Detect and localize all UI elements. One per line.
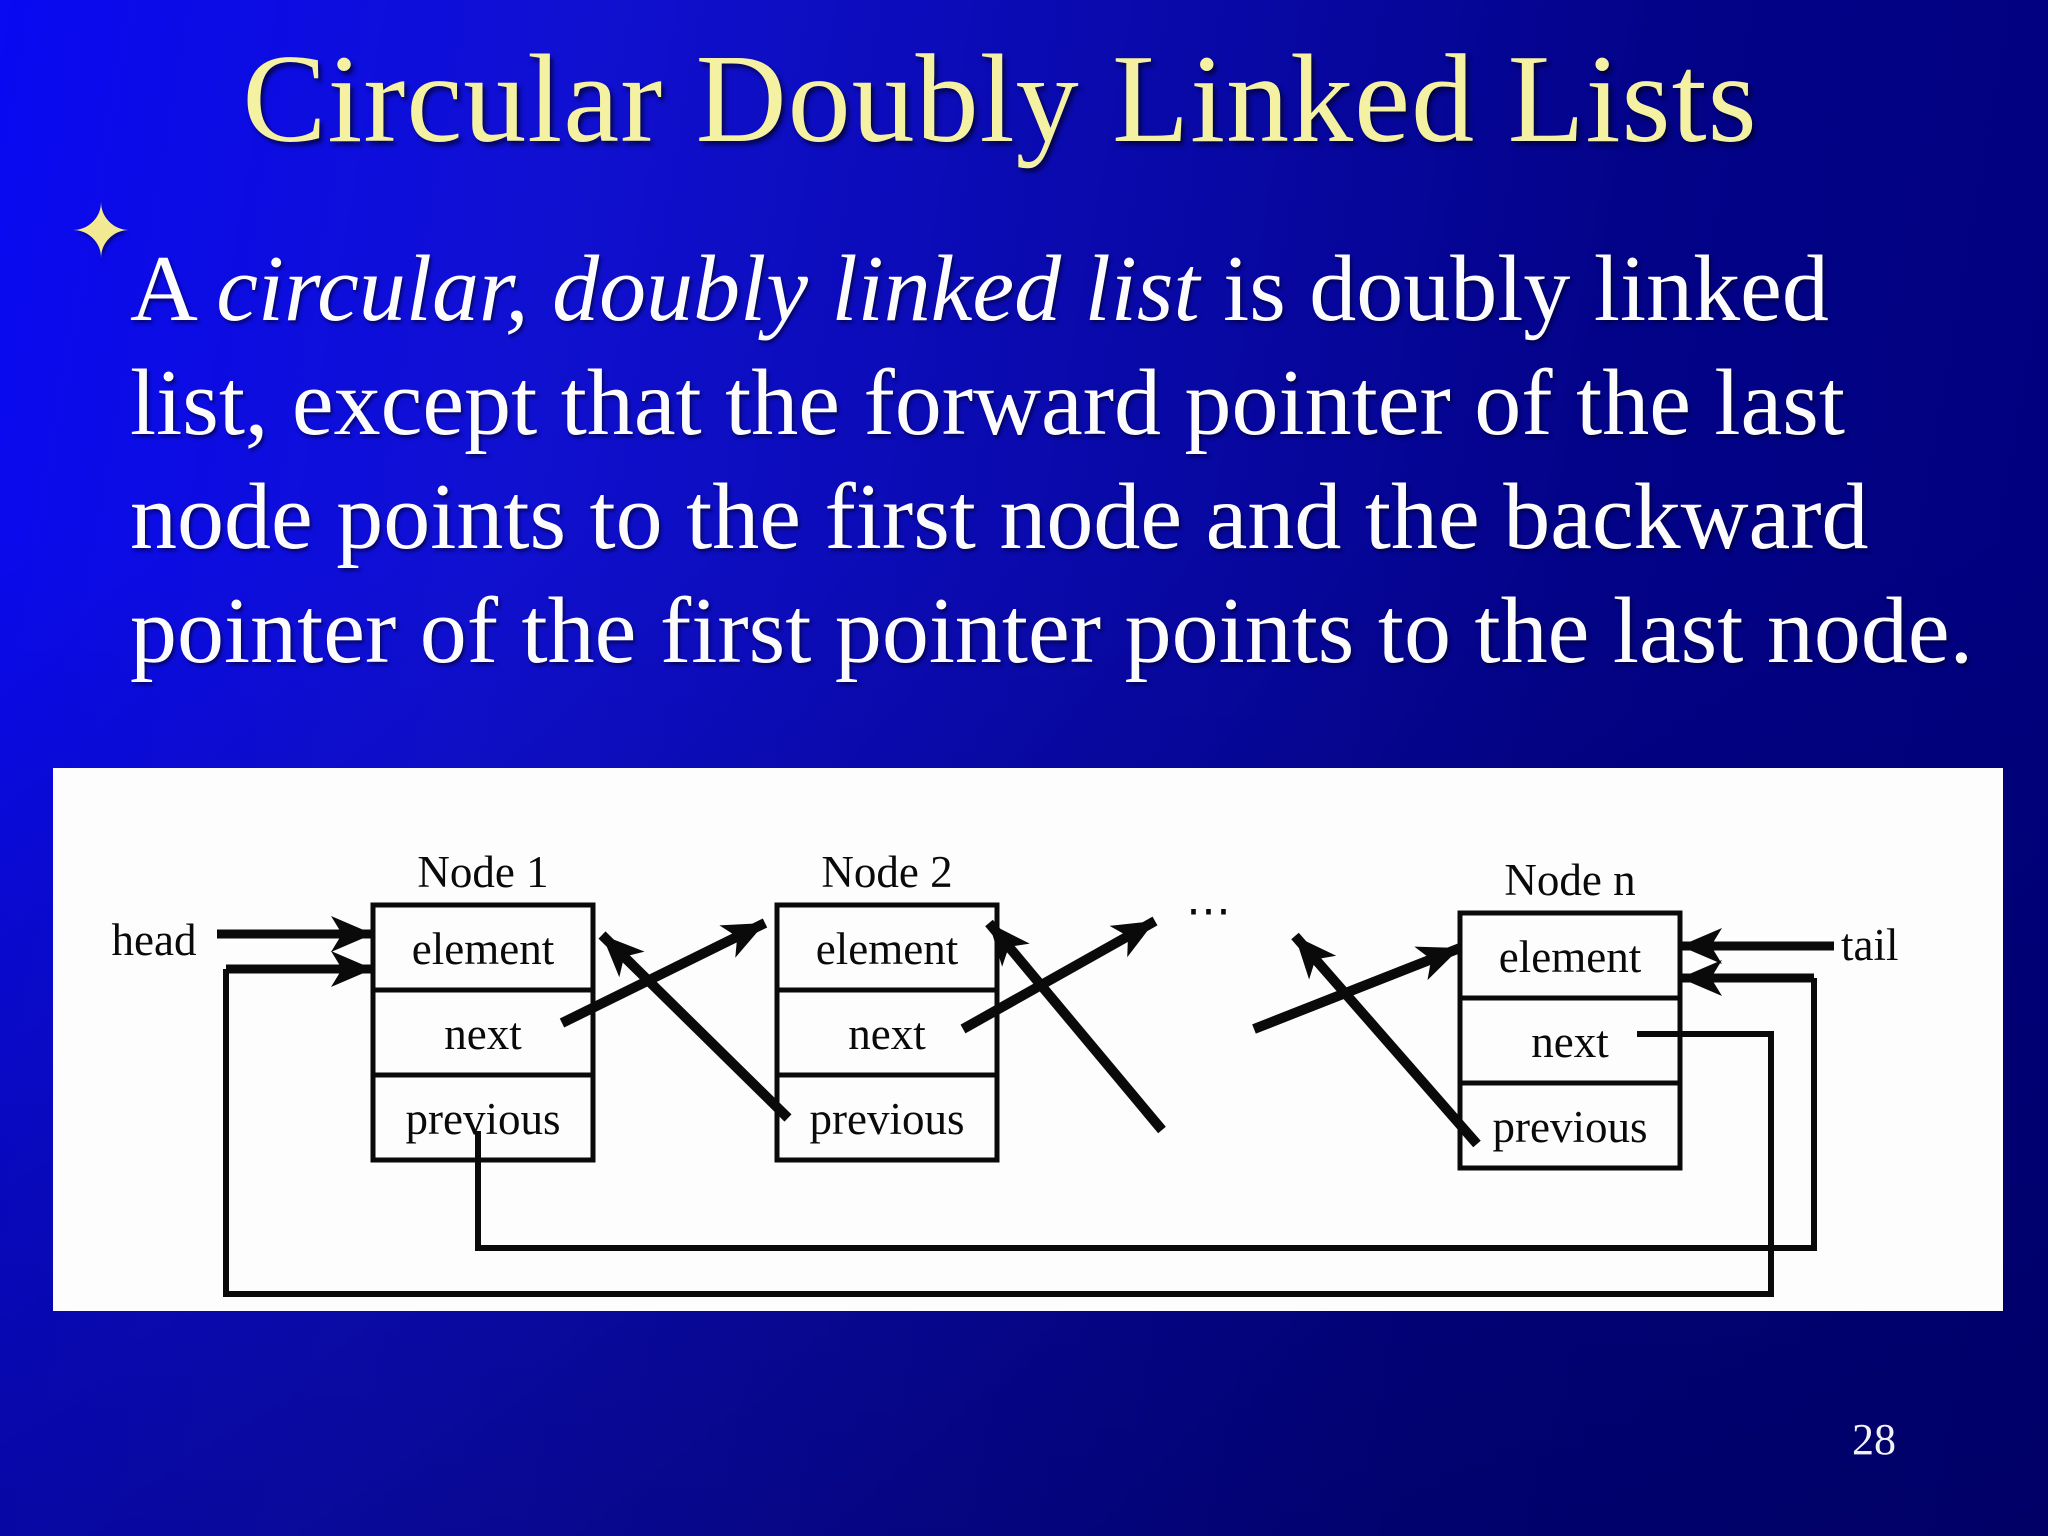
circular-prev-loop-line [475, 978, 1817, 1251]
prev-arrow-node2-to-node1 [598, 931, 792, 1122]
tail-label: tail [1841, 920, 1898, 970]
node-1-field-previous: previous [406, 1094, 561, 1144]
node-1-field-next: next [444, 1009, 522, 1059]
bullet-star-icon: ✦ [70, 192, 133, 274]
node-n-box [1457, 910, 1683, 1171]
linked-list-diagram: head tail ⋯ Node 1 element [112, 847, 1898, 1297]
page-number: 28 [1852, 1415, 1896, 1464]
node-1: Node 1 element next previous [370, 847, 596, 1163]
node-2-title: Node 2 [821, 847, 952, 897]
bullet-line-1-italic: circular, doubly linked list [216, 237, 1200, 341]
bullet-line-1-rest: is doubly linked [1199, 237, 1829, 341]
bullet-line-1-lead: A [130, 237, 217, 341]
node-n-field-previous: previous [1493, 1102, 1648, 1152]
bullet-line-1: A circular, doubly linked list is doubly… [130, 232, 1973, 346]
node-1-title: Node 1 [417, 847, 548, 897]
bullet-line-2: list, except that the forward pointer of… [130, 351, 1845, 455]
prev-arrow-noden-to-ellipsis [1291, 932, 1481, 1148]
node-n-field-element: element [1499, 932, 1642, 982]
linked-list-diagram-panel: head tail ⋯ Node 1 element [53, 768, 2003, 1311]
node-2-box [774, 902, 1000, 1163]
node-1-field-element: element [412, 924, 555, 974]
slide-title: Circular Doubly Linked Lists [242, 30, 1758, 169]
node-2-field-next: next [848, 1009, 926, 1059]
circular-next-loop-line [223, 969, 1774, 1297]
node-2-field-previous: previous [810, 1094, 965, 1144]
node-2-field-element: element [816, 924, 959, 974]
next-arrow-hidden-to-noden [1252, 943, 1462, 1034]
prev-arrow-hidden-to-node2 [985, 919, 1166, 1134]
node-n: Node n element next previous [1457, 855, 1683, 1171]
head-label: head [112, 915, 197, 965]
bullet-line-4: pointer of the first pointer points to t… [130, 579, 1974, 683]
node-n-field-next: next [1531, 1017, 1609, 1067]
bullet-paragraph: A circular, doubly linked list is doubly… [130, 232, 1973, 688]
node-n-title: Node n [1504, 855, 1635, 905]
next-arrow-node1-to-node2 [559, 918, 768, 1028]
bullet-line-3: node points to the first node and the ba… [130, 465, 1869, 569]
ellipsis-label: ⋯ [1186, 886, 1231, 936]
node-1-box [370, 902, 596, 1163]
node-2: Node 2 element next previous [774, 847, 1000, 1163]
